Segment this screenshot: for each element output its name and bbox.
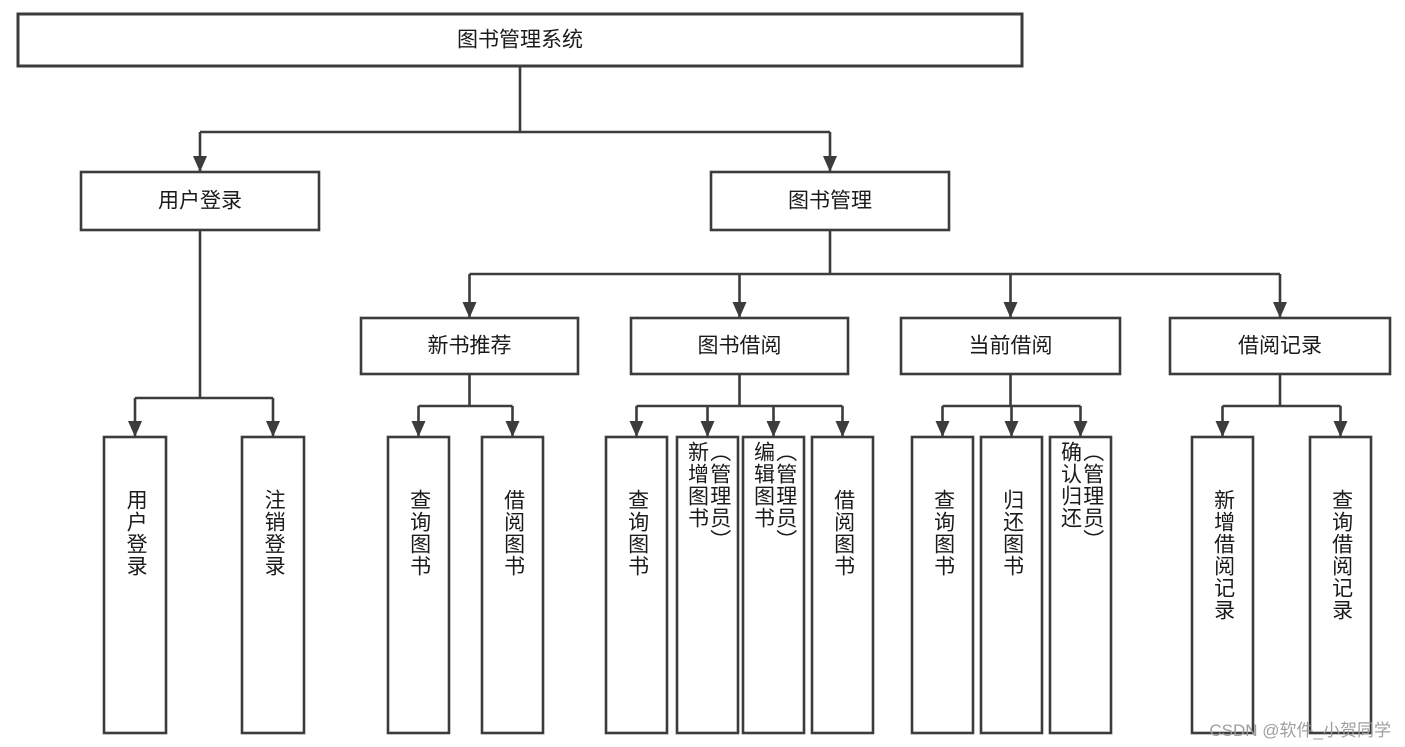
node-label-root: 图书管理系统: [457, 29, 583, 52]
node-box-leaf-query-book-1[interactable]: [386, 435, 451, 735]
arrow-head-icon: [766, 421, 781, 437]
node-box-root[interactable]: [16, 12, 1024, 68]
arrow-head-icon: [128, 421, 142, 437]
node-label-new-book-recommend: 新书推荐: [428, 335, 512, 358]
arrow-head-icon: [266, 421, 280, 437]
node-box-user-login[interactable]: [79, 170, 321, 232]
node-label-book-borrow: 图书借阅: [698, 335, 782, 358]
edge-group-book-borrow: [629, 374, 850, 437]
arrow-head-icon: [411, 421, 426, 437]
edge-group-new-book-recommend: [411, 374, 520, 437]
node-label-current-borrow: 当前借阅: [969, 335, 1053, 358]
node-box-leaf-confirm-return[interactable]: [1048, 435, 1113, 735]
arrow-head-icon: [1004, 421, 1019, 437]
arrow-head-icon: [505, 421, 520, 437]
arrow-head-icon: [462, 302, 477, 318]
edge-group-borrow-record: [1215, 374, 1348, 437]
node-box-current-borrow[interactable]: [899, 316, 1122, 376]
node-box-leaf-query-book-3[interactable]: [910, 435, 975, 735]
edge-layer: [128, 66, 1348, 437]
arrow-head-icon: [1215, 421, 1230, 437]
node-label-book-manage: 图书管理: [788, 190, 872, 213]
node-box-leaf-borrow-book-1[interactable]: [480, 435, 545, 735]
node-box-borrow-record[interactable]: [1168, 316, 1392, 376]
node-box-leaf-add-book[interactable]: [675, 435, 740, 735]
edge-group-user-login: [128, 230, 280, 437]
arrow-head-icon: [629, 421, 644, 437]
arrow-head-icon: [193, 156, 207, 172]
node-box-leaf-add-record[interactable]: [1190, 435, 1255, 735]
csdn-watermark: CSDN @软件_小贺同学: [1209, 721, 1391, 740]
node-label-borrow-record: 借阅记录: [1238, 335, 1322, 358]
arrow-head-icon: [1073, 421, 1088, 437]
node-box-leaf-edit-book[interactable]: [741, 435, 806, 735]
arrow-head-icon: [700, 421, 715, 437]
arrow-head-icon: [1273, 302, 1287, 318]
node-box-leaf-return-book[interactable]: [979, 435, 1044, 735]
arrow-head-icon: [1333, 421, 1348, 437]
edge-group-root: [193, 66, 837, 172]
node-box-leaf-logout[interactable]: [240, 435, 306, 735]
arrow-head-icon: [835, 421, 850, 437]
box-layer: [16, 12, 1392, 735]
edge-group-book-manage: [462, 230, 1287, 318]
node-box-leaf-borrow-book-2[interactable]: [810, 435, 875, 735]
arrow-head-icon: [732, 302, 747, 318]
node-box-book-borrow[interactable]: [629, 316, 850, 376]
node-box-leaf-query-book-2[interactable]: [604, 435, 669, 735]
arrow-head-icon: [823, 156, 837, 172]
node-box-leaf-query-record[interactable]: [1308, 435, 1373, 735]
node-box-new-book-recommend[interactable]: [359, 316, 580, 376]
arrow-head-icon: [935, 421, 950, 437]
arrow-head-icon: [1003, 302, 1018, 318]
node-box-leaf-user-login[interactable]: [102, 435, 168, 735]
edge-group-current-borrow: [935, 374, 1088, 437]
node-box-book-manage[interactable]: [709, 170, 951, 232]
node-label-user-login: 用户登录: [158, 190, 242, 213]
